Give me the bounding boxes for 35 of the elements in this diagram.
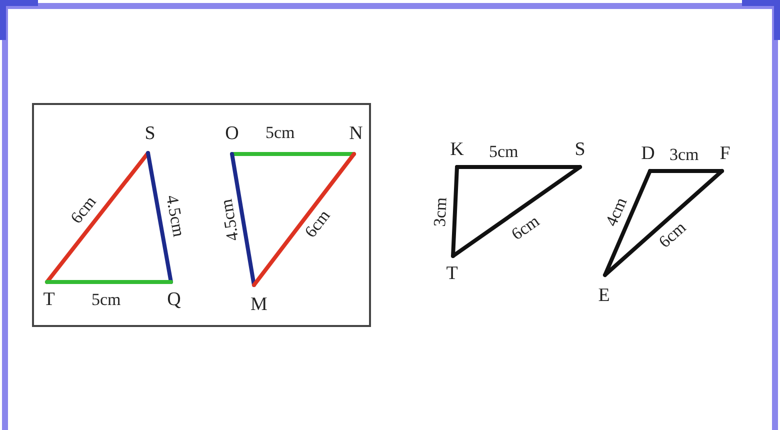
edge-label: 3cm [430,196,450,227]
vertex-label: K [449,140,465,160]
triangle-side [648,169,724,173]
triangle-side [252,152,356,287]
triangle-side [230,152,256,287]
triangle-side [146,151,173,284]
triangle-side [451,165,459,258]
vertex-label: T [42,290,56,310]
vertex-label: S [574,140,586,160]
vertex-label: E [597,286,611,306]
edge-label: 4cm [602,195,631,229]
edge-label: 3cm [670,146,699,164]
vertex-label: S [144,124,156,144]
edge-label: 6cm [656,218,690,252]
triangle-side [230,152,356,156]
triangle-side [455,165,582,169]
edge-label: 4.5cm [218,197,242,242]
vertex-label: Q [166,290,182,310]
edge-label: 4.5cm [162,193,188,238]
edge-label: 5cm [266,124,295,142]
vertex-label: D [640,144,656,164]
vertex-label: N [348,124,364,144]
frame-box [32,103,371,327]
edge-label: 5cm [489,143,518,161]
vertex-label: M [250,295,268,315]
edge-label: 5cm [92,291,121,309]
vertex-label: F [718,144,732,164]
vertex-label: O [224,124,240,144]
triangle-side [603,169,724,277]
vertex-label: T [445,264,459,284]
edge-label: 6cm [68,192,100,227]
triangle-side [451,165,582,258]
triangle-side [45,280,173,284]
edge-label: 6cm [301,206,334,241]
edge-label: 6cm [508,212,543,244]
